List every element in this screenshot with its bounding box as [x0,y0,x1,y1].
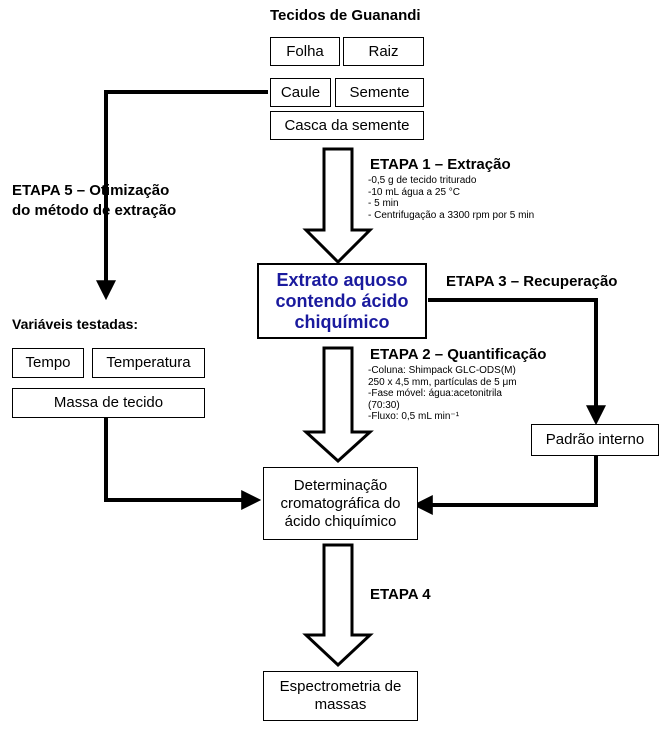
stage2-item: (70:30) [368,399,400,411]
stage2-item: -Fase móvel: água:acetonitrila [368,388,502,399]
box-semente: Semente [335,78,424,107]
stage1-item: -0,5 g de tecido triturado [368,175,477,186]
stage2-details: -Coluna: Shimpack GLC-ODS(M) 250 x 4,5 m… [368,365,517,423]
block-arrow-quantification [302,346,374,464]
stage3-label: ETAPA 3 – Recuperação [446,273,618,290]
stage5-label: ETAPA 5 – Otimização do método de extraç… [12,182,177,219]
variables-label: Variáveis testadas: [12,316,139,332]
stage1-item: - Centrifugação a 3300 rpm por 5 min [368,209,535,221]
diagram-title: Tecidos de Guanandi [270,7,421,24]
stage2-item: 250 x 4,5 mm, partículas de 5 μm [368,376,517,388]
block-arrow-extraction [302,147,374,265]
stage2-item: -Fluxo: 0,5 mL min⁻¹ [368,411,460,422]
box-massa: Massa de tecido [12,388,205,418]
arrow-stage3 [428,298,606,426]
block-arrow-mass-spec [302,543,374,668]
box-folha: Folha [270,37,340,66]
box-casca: Casca da semente [270,111,424,140]
stage2-item: -Coluna: Shimpack GLC-ODS(M) [368,365,516,376]
box-temperatura: Temperatura [92,348,205,378]
stage4-label: ETAPA 4 [370,586,431,603]
arrow-standard-to-determination [412,456,598,515]
arrow-stage5 [96,90,268,301]
box-determinacao: Determinação cromatográfica do ácido chi… [263,467,418,540]
stage1-label: ETAPA 1 – Extração [370,156,511,173]
box-padrao-interno: Padrão interno [531,424,659,456]
stage1-item: - 5 min [368,198,399,209]
box-raiz: Raiz [343,37,424,66]
arrow-variables-to-determination [104,418,262,510]
box-extract: Extrato aquoso contendo ácido chiquímico [257,263,427,339]
box-espectrometria: Espectrometria de massas [263,671,418,721]
stage1-details: -0,5 g de tecido triturado -10 mL água a… [368,175,534,221]
stage1-item: -10 mL água a 25 °C [368,186,461,198]
stage2-label: ETAPA 2 – Quantificação [370,346,547,363]
box-caule: Caule [270,78,331,107]
box-tempo: Tempo [12,348,84,378]
